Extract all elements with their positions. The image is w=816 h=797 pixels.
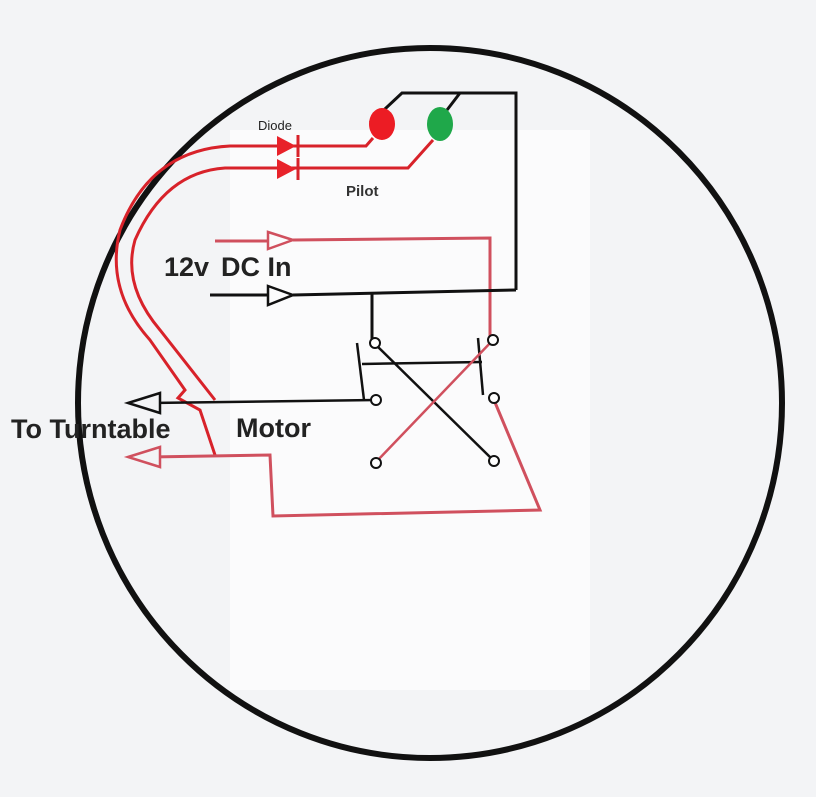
dc-voltage-label: 12v bbox=[164, 252, 210, 282]
dc-positive-run bbox=[292, 236, 492, 340]
dc-negative-run bbox=[292, 288, 517, 297]
green-led-lead bbox=[445, 92, 462, 111]
motor-red-arrow bbox=[123, 445, 162, 469]
outer-circle bbox=[75, 45, 785, 761]
green-led bbox=[427, 107, 453, 141]
motor-black-arrow bbox=[123, 391, 162, 415]
diode-2 bbox=[277, 158, 300, 180]
diode-1 bbox=[277, 135, 300, 157]
dpdt-switch bbox=[149, 334, 543, 518]
pilot-label: Pilot bbox=[346, 183, 379, 200]
red-led bbox=[369, 108, 395, 140]
motor-label: Motor bbox=[236, 413, 311, 443]
green-led-wire bbox=[130, 139, 435, 401]
paper-patch bbox=[230, 130, 590, 690]
dc-positive-arrow bbox=[266, 230, 297, 251]
red-led-wire bbox=[114, 137, 375, 456]
diode-label: Diode bbox=[258, 118, 292, 133]
to-turntable-label: To Turntable bbox=[11, 414, 171, 444]
dc-in-label: DC In bbox=[221, 252, 292, 282]
dc-negative-arrow bbox=[266, 284, 297, 307]
